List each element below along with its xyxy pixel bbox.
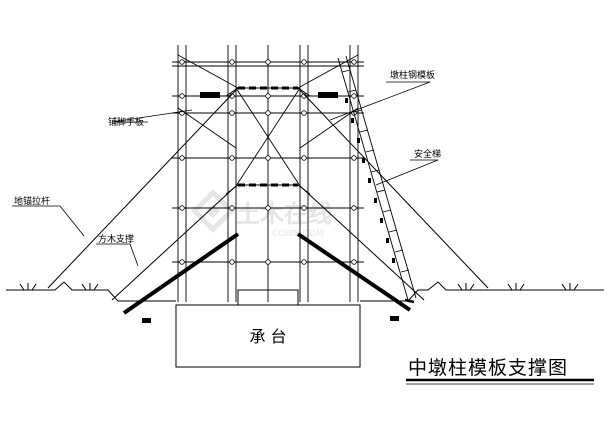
- ladder-rung-blocks: [345, 98, 395, 263]
- anchor-guy-ropes: [47, 87, 489, 301]
- watermark-logo-icon: [191, 189, 235, 233]
- label-scaffold-board: 铺脚手板: [108, 116, 144, 128]
- ground: [6, 281, 604, 302]
- pile-cap: 承 台: [175, 304, 361, 368]
- callout-leaders: [12, 81, 439, 267]
- watermark: 土木在线 COI88.COM: [191, 189, 332, 239]
- diagram-title: 中墩柱模板支撑图: [408, 357, 568, 379]
- label-timber-brace: 方木支撑: [98, 233, 134, 245]
- scaffold-poles: [177, 45, 359, 302]
- label-safety-ladder: 安全梯: [414, 148, 441, 160]
- label-ground-anchor-rod: 地锚拉杆: [14, 195, 50, 207]
- timber-brace-feet: [142, 316, 399, 323]
- pile-cap-label: 承 台: [249, 327, 286, 346]
- watermark-subtext: COI88.COM: [272, 229, 323, 239]
- diagram-title-block: 中墩柱模板支撑图: [406, 357, 594, 385]
- scaffold-couplers: [179, 59, 357, 265]
- timber-braces: [122, 232, 412, 315]
- label-steel-formwork: 墩柱钢模板: [390, 69, 435, 81]
- cross-bracing: [177, 54, 359, 187]
- safety-ladder: [337, 55, 417, 304]
- watermark-text: 土木在线: [236, 200, 332, 228]
